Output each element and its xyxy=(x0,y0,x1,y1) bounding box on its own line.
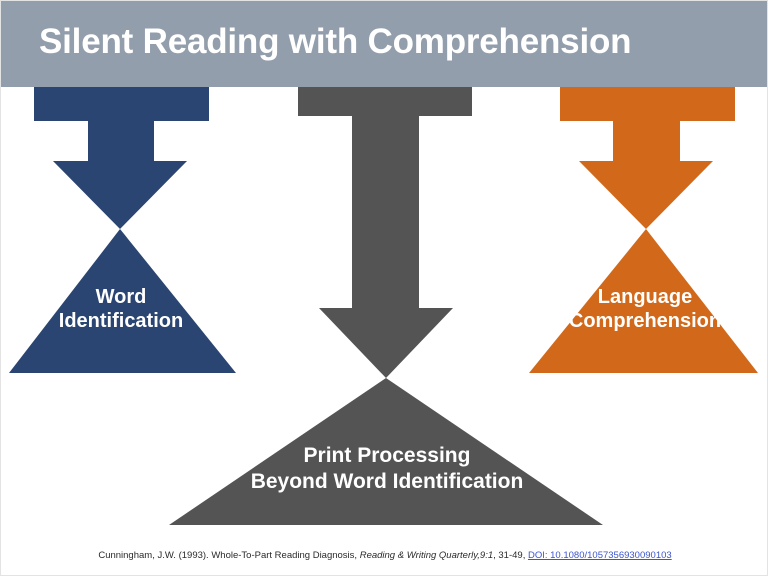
print-processing-arrow xyxy=(298,87,472,378)
citation-journal: Reading & Writing Quarterly, xyxy=(359,550,480,561)
citation-text-part1: Cunningham, J.W. (1993). Whole-To-Part R… xyxy=(98,550,360,561)
language-comprehension-arrow xyxy=(560,87,735,229)
label-word-identification: Word Identification xyxy=(58,286,184,333)
label-print-processing: Print Processing Beyond Word Identificat… xyxy=(250,444,524,493)
label-language-comprehension: Language Comprehension xyxy=(568,286,722,333)
word-identification-arrow xyxy=(34,87,209,229)
page-title: Silent Reading with Comprehension xyxy=(39,22,632,61)
header-band xyxy=(1,1,767,87)
citation-pages: , 31-49, xyxy=(493,550,528,561)
doi-link[interactable]: DOI: 10.1080/1057356930090103 xyxy=(527,550,672,561)
citation: Cunningham, J.W. (1993). Whole-To-Part R… xyxy=(1,549,767,563)
citation-volume-issue: 9:1 xyxy=(479,550,494,561)
